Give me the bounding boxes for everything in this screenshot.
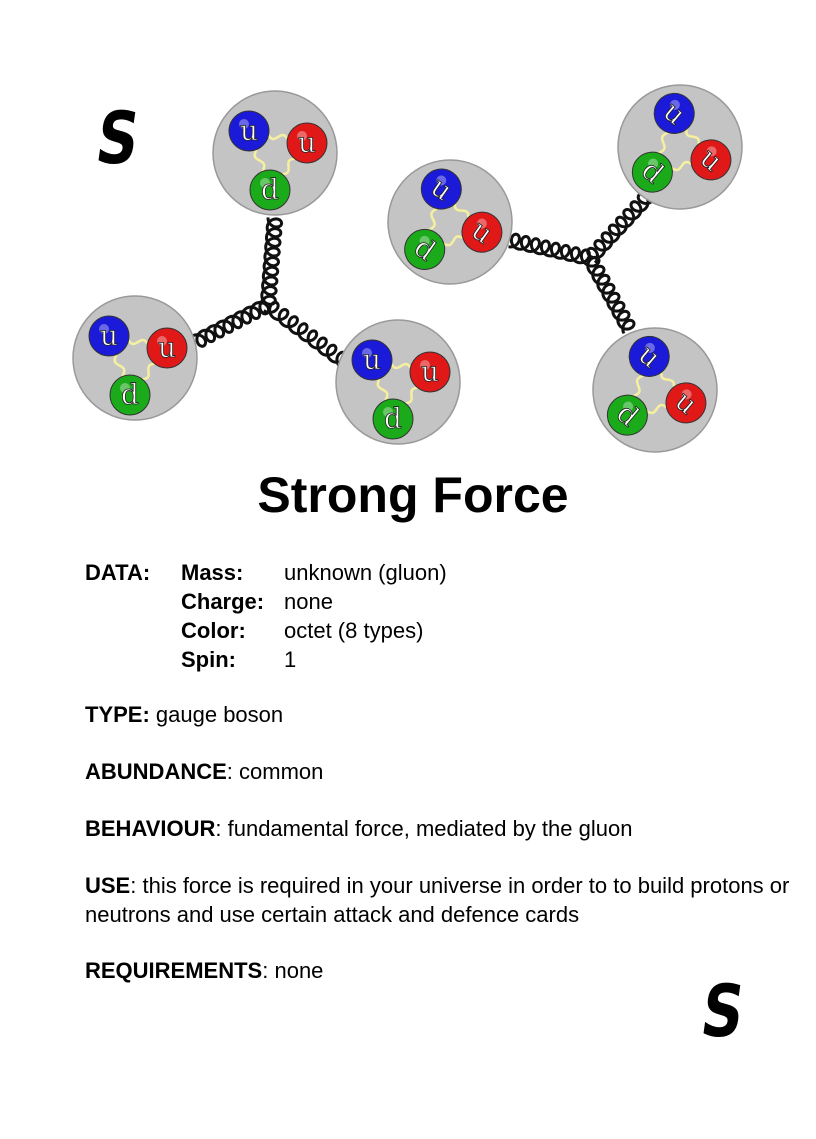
card-title: Strong Force xyxy=(257,467,569,523)
data-section: DATA: Mass: unknown (gluon) Charge: none… xyxy=(85,558,585,678)
mass-value: unknown (gluon) xyxy=(284,560,447,585)
mass-key: Mass: xyxy=(181,560,244,585)
down-quark xyxy=(404,228,446,270)
use-value: : this force is required in your univers… xyxy=(85,873,790,927)
type-value: gauge boson xyxy=(149,702,284,727)
up-quark xyxy=(690,139,732,181)
up-quark xyxy=(461,211,503,253)
behaviour-line: BEHAVIOUR: fundamental force, mediated b… xyxy=(85,814,705,843)
down-quark-label: d xyxy=(384,402,402,435)
charge-key: Charge: xyxy=(181,589,265,614)
down-quark xyxy=(606,394,648,436)
proton-body xyxy=(387,159,513,285)
up-quark xyxy=(286,122,328,164)
quark-highlight xyxy=(99,324,109,334)
proton: uud xyxy=(617,84,743,210)
requirements-line: REQUIREMENTS: none xyxy=(85,956,685,985)
spin-key: Spin: xyxy=(181,647,236,672)
charge-value: none xyxy=(284,589,333,614)
up-quark-label: u xyxy=(158,331,176,364)
type-line: TYPE: gauge boson xyxy=(85,700,685,729)
color-value: octet (8 types) xyxy=(284,618,424,643)
up-quark xyxy=(628,335,670,377)
gluon-spring xyxy=(582,255,636,334)
quark-highlight xyxy=(260,178,270,188)
quark-highlight xyxy=(383,407,393,417)
down-quark-label: d xyxy=(261,173,279,206)
quark-highlight xyxy=(419,235,430,246)
down-quark xyxy=(109,374,151,416)
use-label: USE xyxy=(85,873,131,898)
up-quark xyxy=(653,92,695,134)
quark-highlight xyxy=(157,336,167,346)
quark-highlight xyxy=(681,389,692,400)
behaviour-label: BEHAVIOUR xyxy=(85,816,216,841)
down-quark xyxy=(372,398,414,440)
gluon-spring xyxy=(586,184,662,264)
quark-highlight xyxy=(436,175,447,186)
up-quark-label: u xyxy=(363,343,381,376)
requirements-value: : none xyxy=(262,958,324,983)
up-quark-label: u xyxy=(240,114,258,147)
type-label: TYPE: xyxy=(85,702,150,727)
abundance-line: ABUNDANCE: common xyxy=(85,757,685,786)
corner-symbol-bottom: S xyxy=(696,969,750,1053)
color-key: Color: xyxy=(181,618,246,643)
down-quark-label: d xyxy=(121,378,139,411)
up-quark-label: u xyxy=(298,126,316,159)
down-quark xyxy=(249,169,291,211)
up-quark xyxy=(351,339,393,381)
proton-body xyxy=(617,84,743,210)
quark-highlight xyxy=(706,146,717,157)
up-quark xyxy=(665,382,707,424)
quark-highlight xyxy=(239,119,249,129)
spin-value: 1 xyxy=(284,647,297,672)
gluon-spring xyxy=(259,217,284,306)
card-body: TYPE: gauge boson ABUNDANCE: common BEHA… xyxy=(85,700,789,1013)
gluon-spring xyxy=(263,300,347,369)
behaviour-value: : fundamental force, mediated by the glu… xyxy=(215,816,633,841)
down-quark xyxy=(631,151,673,193)
proton: uud xyxy=(592,327,718,453)
up-quark xyxy=(420,168,462,210)
quark-highlight xyxy=(623,401,634,412)
up-quark xyxy=(88,315,130,357)
gluon-spring xyxy=(192,297,271,348)
data-label: DATA: xyxy=(85,560,151,585)
up-quark xyxy=(146,327,188,369)
abundance-label: ABUNDANCE xyxy=(85,759,227,784)
quark-highlight xyxy=(669,99,680,110)
gluon-spring xyxy=(508,232,591,267)
proton: uud xyxy=(387,159,513,285)
proton: u ud xyxy=(72,295,198,421)
up-quark xyxy=(409,351,451,393)
use-line: USE: this force is required in your univ… xyxy=(85,871,800,929)
quark-highlight xyxy=(297,131,307,141)
up-quark xyxy=(228,110,270,152)
up-quark-label: u xyxy=(100,319,118,352)
abundance-value: : common xyxy=(226,759,324,784)
proton: u ud xyxy=(212,90,338,216)
up-quark-label: u xyxy=(421,355,439,388)
quark-highlight xyxy=(644,342,655,353)
quark-highlight xyxy=(476,218,487,229)
quark-highlight xyxy=(362,348,372,358)
requirements-label: REQUIREMENTS xyxy=(85,958,263,983)
proton-body xyxy=(592,327,718,453)
quark-highlight xyxy=(420,360,430,370)
proton: u ud xyxy=(335,319,461,445)
quark-highlight xyxy=(120,383,130,393)
quark-highlight xyxy=(648,158,659,169)
